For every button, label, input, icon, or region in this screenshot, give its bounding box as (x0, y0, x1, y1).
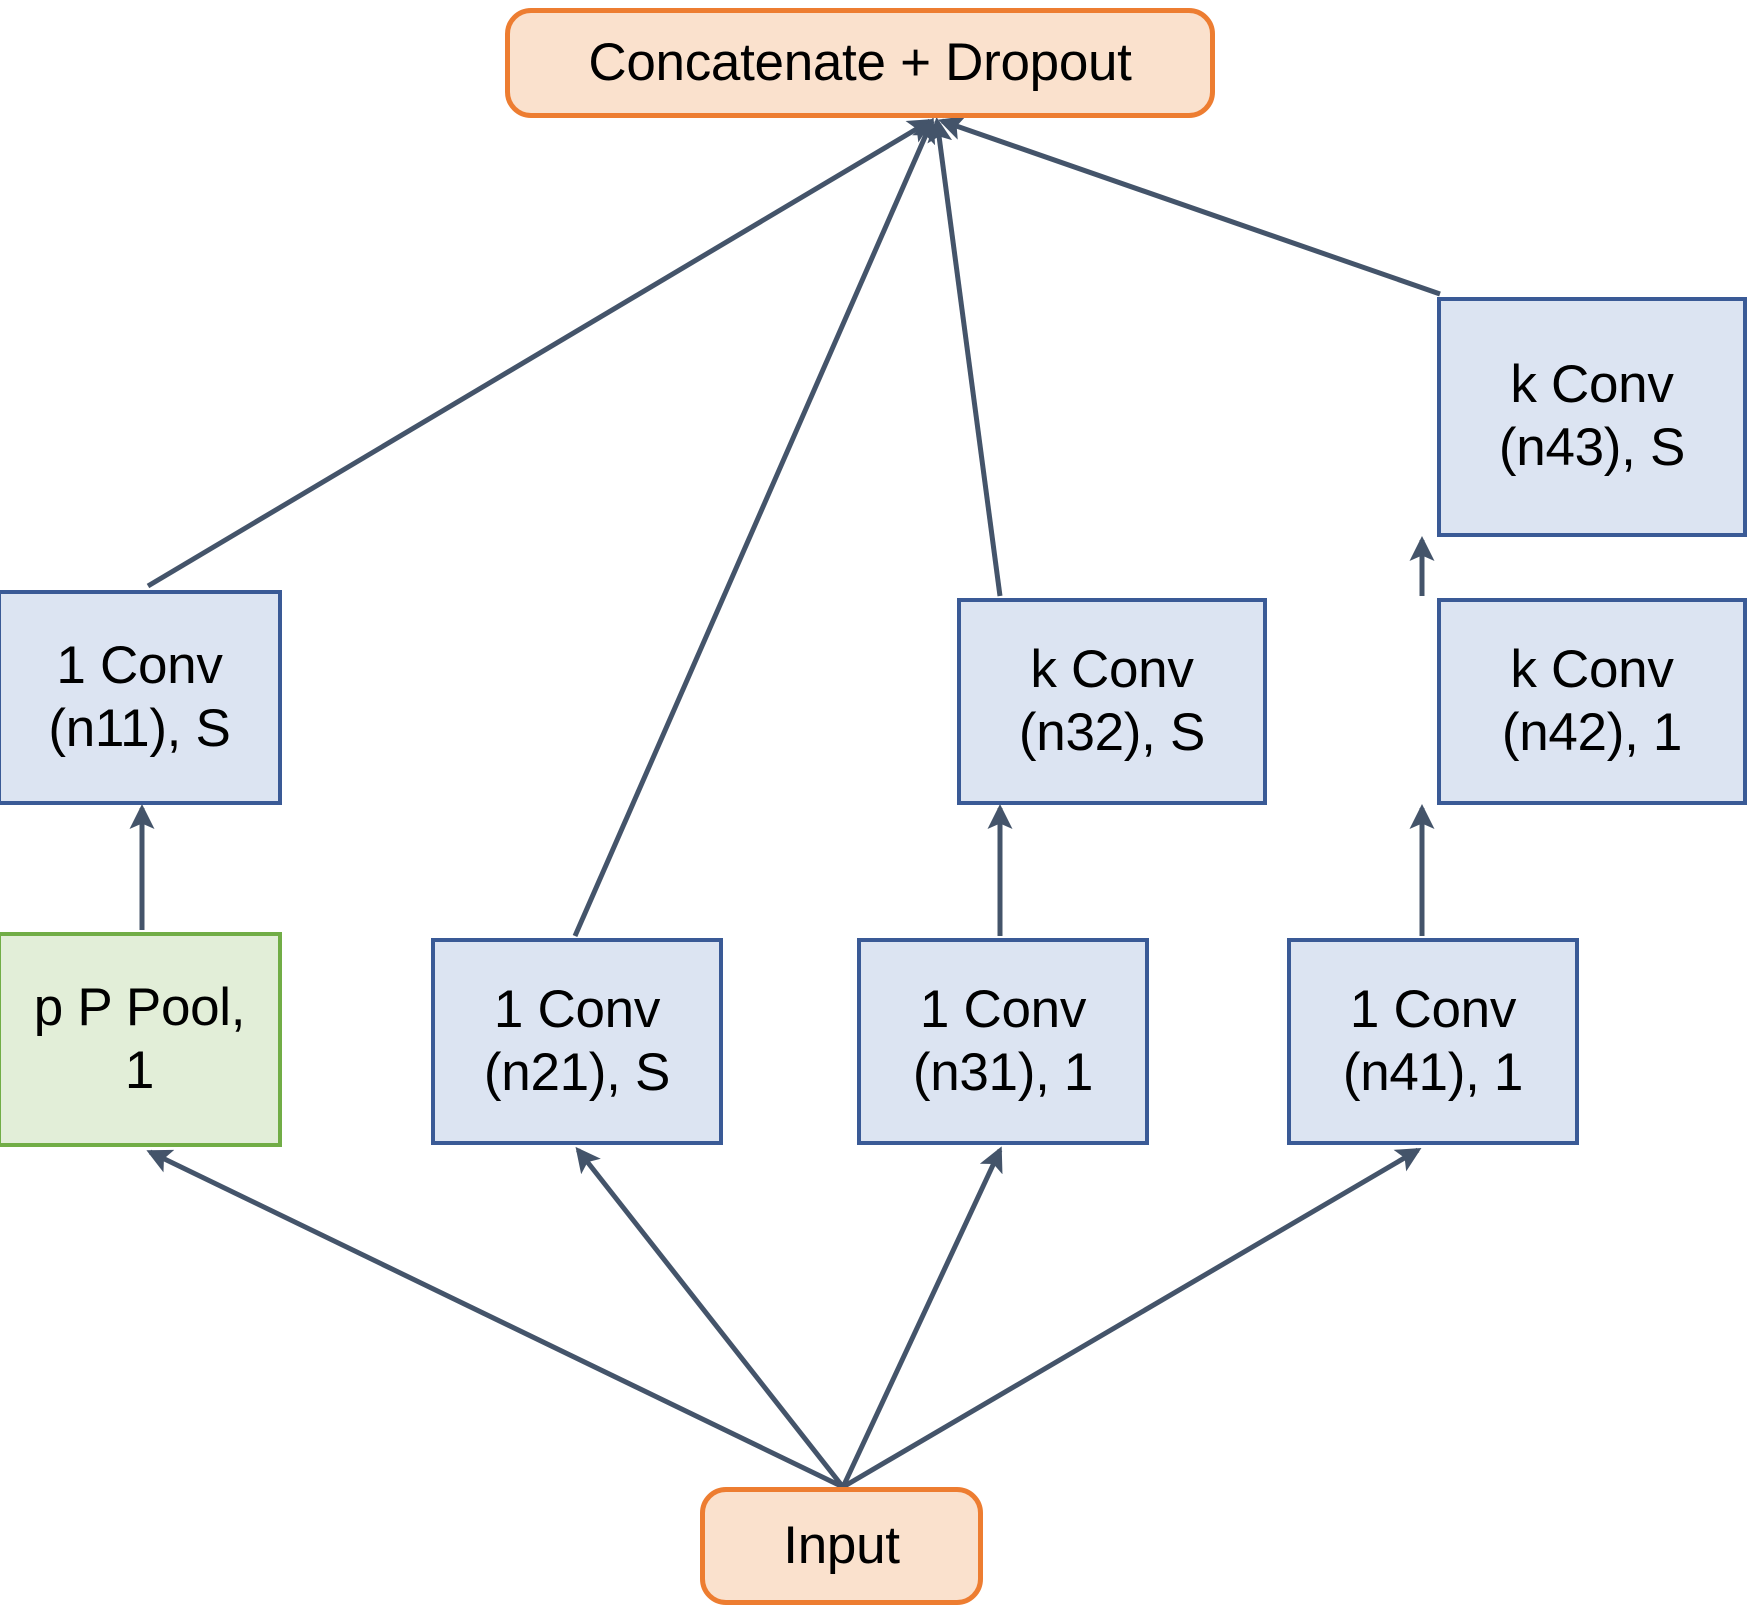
node-conv_n32[interactable]: k Conv (n32), S (957, 598, 1267, 805)
node-conv_n21[interactable]: 1 Conv (n21), S (431, 938, 723, 1145)
edge-input-to-pool (146, 1149, 845, 1490)
edge-n43-to-concat (938, 116, 1441, 297)
node-label: k Conv (n43), S (1498, 355, 1686, 477)
node-concatenate[interactable]: Concatenate + Dropout (505, 8, 1215, 118)
edge-group (129, 116, 1441, 1490)
node-label: 1 Conv (n21), S (483, 979, 671, 1102)
node-pool_p[interactable]: p P Pool, 1 (0, 932, 282, 1147)
node-label: Concatenate + Dropout (588, 32, 1132, 92)
node-label: p P Pool, 1 (33, 977, 246, 1100)
edge-input-to-n41 (841, 1147, 1422, 1490)
node-input[interactable]: Input (700, 1487, 983, 1605)
node-conv_n41[interactable]: 1 Conv (n41), 1 (1287, 938, 1579, 1145)
node-conv_n42[interactable]: k Conv (n42), 1 (1437, 598, 1747, 805)
edge-input-to-n21 (575, 1146, 845, 1489)
edge-n21-to-concat (572, 117, 936, 938)
node-conv_n31[interactable]: 1 Conv (n31), 1 (857, 938, 1149, 1145)
node-label: Input (783, 1515, 900, 1575)
node-label: 1 Conv (n41), 1 (1342, 979, 1524, 1102)
node-label: k Conv (n42), 1 (1501, 639, 1683, 762)
node-label: 1 Conv (n11), S (48, 635, 231, 758)
node-conv_n43[interactable]: k Conv (n43), S (1437, 297, 1747, 537)
edge-input-to-n31 (840, 1146, 1003, 1489)
node-label: 1 Conv (n31), 1 (912, 979, 1094, 1102)
node-label: k Conv (n32), S (1018, 639, 1206, 762)
edge-n32-to-concat (927, 117, 1003, 597)
node-conv_n11[interactable]: 1 Conv (n11), S (0, 590, 282, 805)
edge-n11-to-concat (146, 118, 934, 589)
